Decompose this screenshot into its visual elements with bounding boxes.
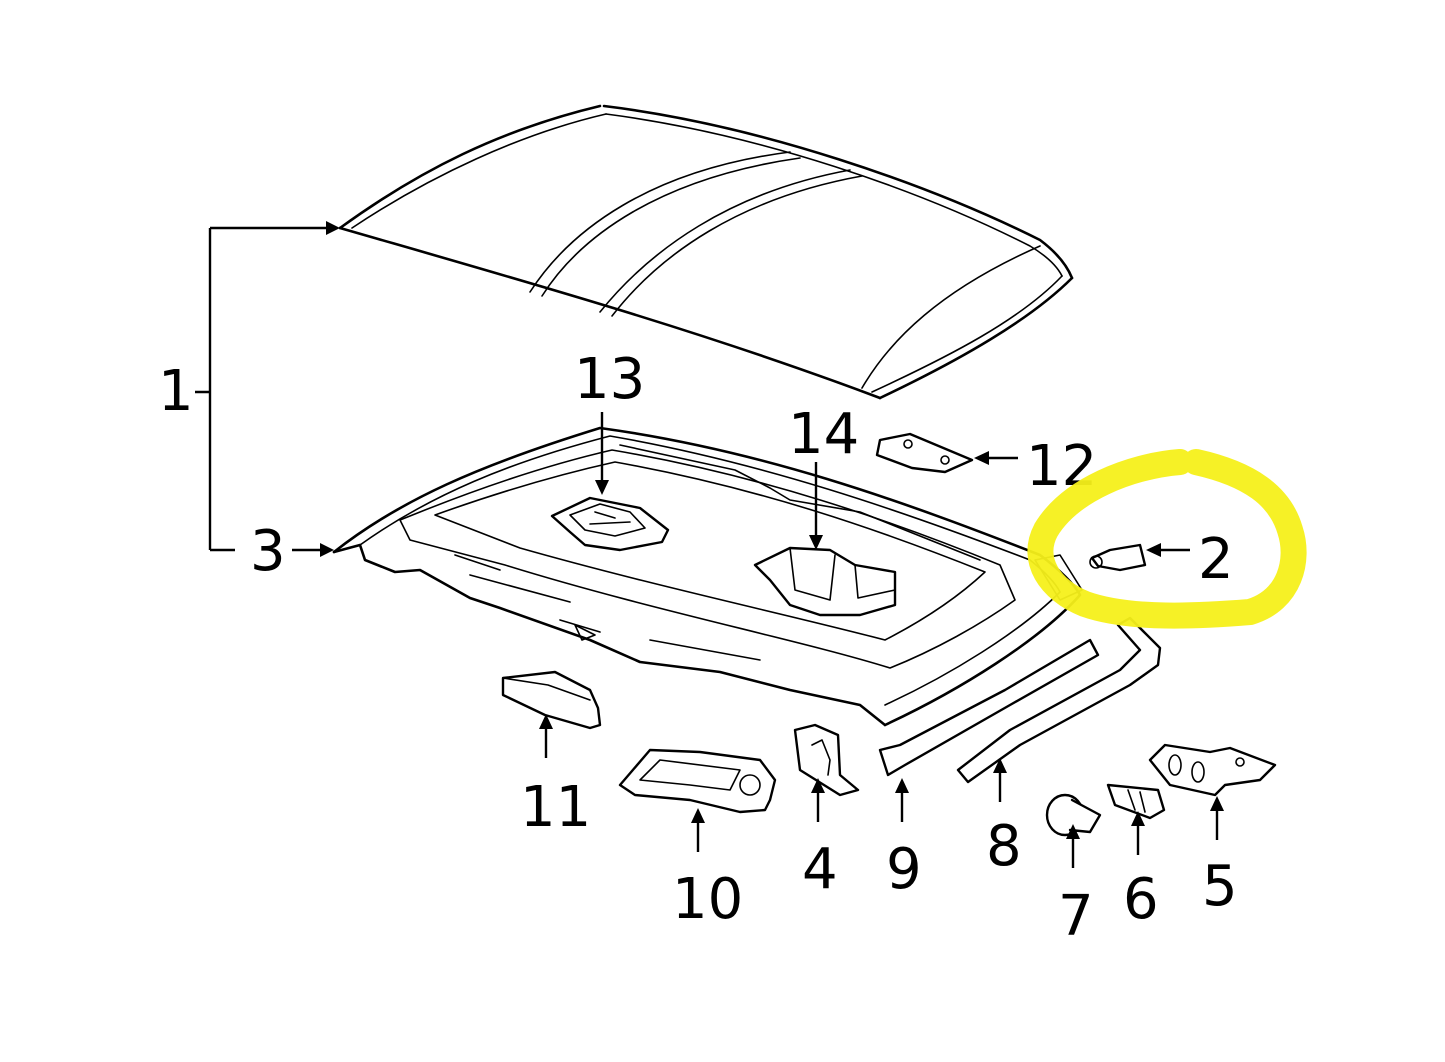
callout-4: 4 [802,837,838,902]
callout-8: 8 [986,814,1022,879]
callout-11: 11 [520,775,591,840]
leader-lines [195,221,1224,868]
part-13-bracket [550,496,670,552]
part-4-clip [793,723,860,797]
callout-5: 5 [1202,854,1238,919]
part-14-bracket [753,546,897,617]
callout-13: 13 [574,347,645,412]
part-10-handle [618,748,777,814]
callout-10: 10 [672,867,743,932]
callout-2: 2 [1198,527,1234,592]
callout-9: 9 [886,837,922,902]
part-6-pad [1106,783,1166,820]
part-7-knob [1045,793,1102,837]
callout-1: 1 [158,359,194,424]
roof-headliner [332,426,1083,727]
callout-14: 14 [788,402,859,467]
callout-7: 7 [1058,884,1094,949]
highlight-circle [1027,449,1307,629]
part-5-hinge [1148,743,1277,797]
callout-3: 3 [250,519,286,584]
callout-6: 6 [1123,867,1159,932]
callout-labels: 1 2 3 4 5 6 7 8 9 10 11 12 13 14 [158,347,1238,949]
part-2-fastener [1089,543,1147,572]
roof-panel [338,104,1074,400]
part-8-trim [956,616,1162,784]
part-12-plate [875,432,974,474]
part-9-trim [878,638,1100,777]
part-11-block [501,670,602,730]
